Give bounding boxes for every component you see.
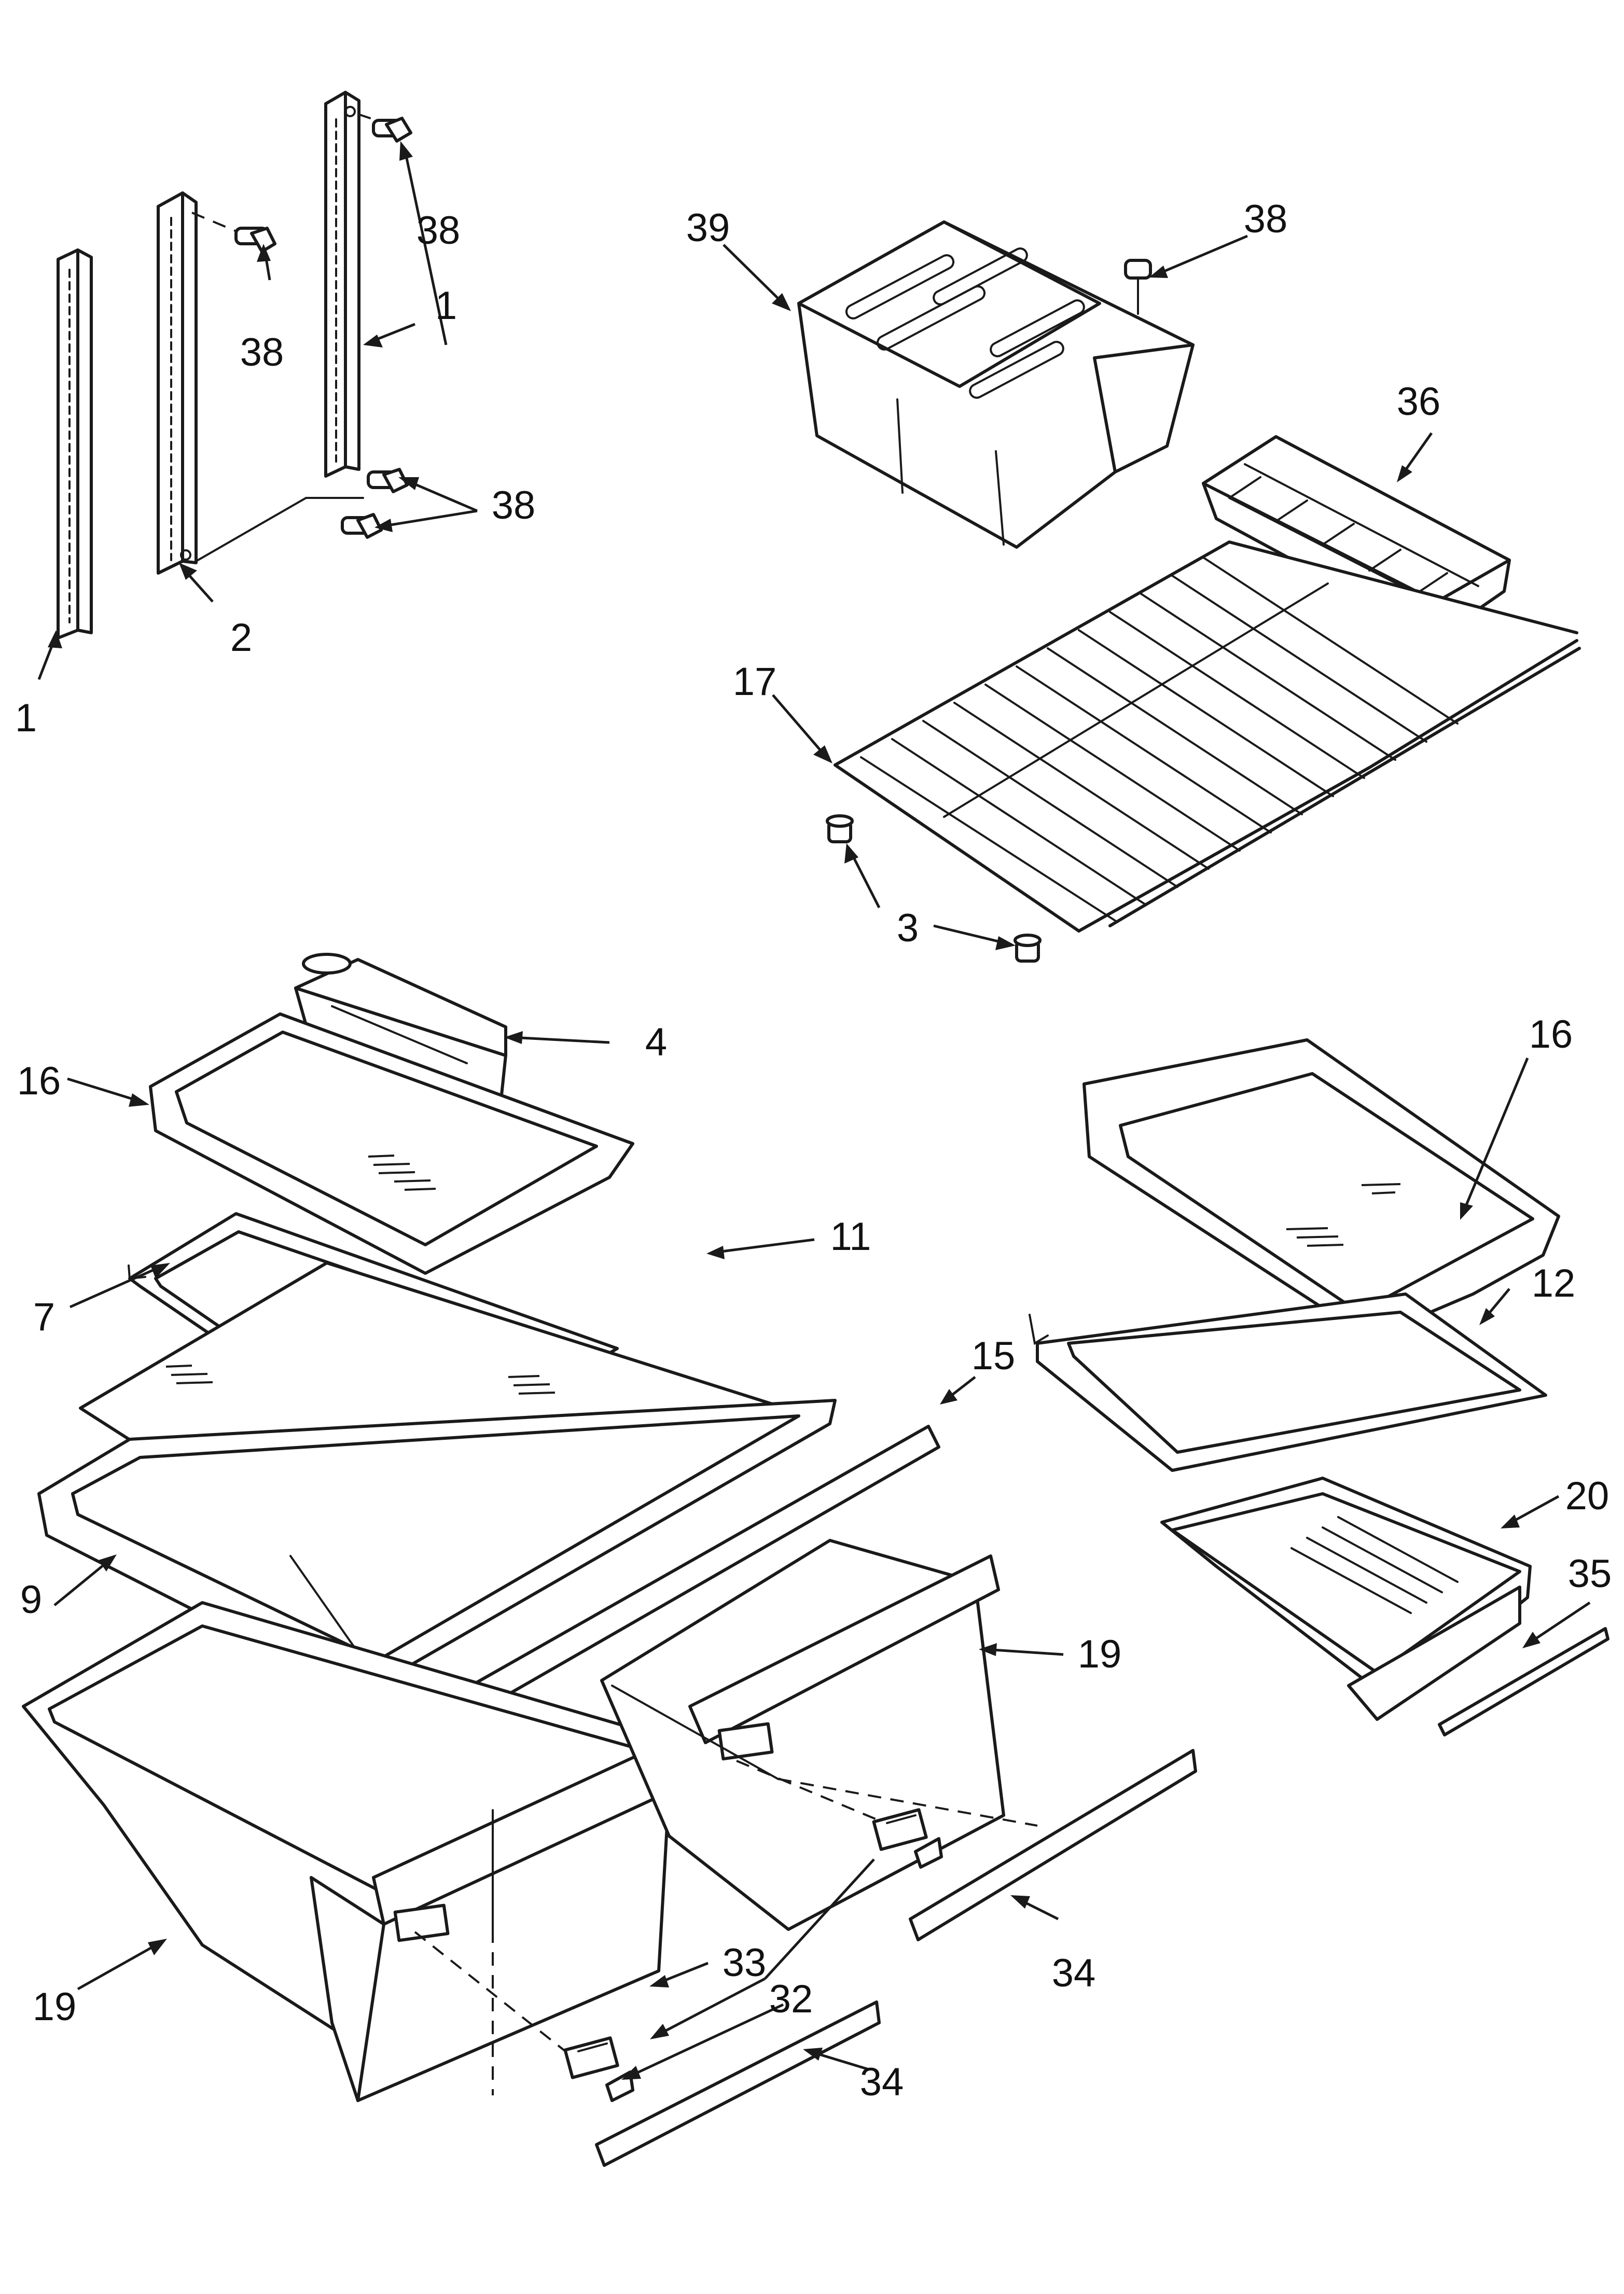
screw (234, 227, 276, 253)
shelf-rail-left (57, 248, 93, 639)
assembly-guide-line (736, 1760, 880, 1822)
shelf-rail-center (157, 191, 198, 575)
callout-label: 38 (1244, 197, 1288, 241)
assembly-guide-line (414, 1931, 566, 2052)
drawer-slide (914, 1837, 943, 1869)
crisper-drawer-left (22, 1601, 684, 2102)
callout-label: 1 (15, 696, 37, 740)
shelf-frame-right (1029, 1292, 1547, 1472)
callout-label: 17 (733, 660, 777, 704)
screw (367, 468, 409, 493)
screw-guide-line (357, 113, 382, 123)
callout-label: 19 (33, 1985, 77, 2029)
shelf-clip (826, 814, 854, 843)
shelf-clip (1014, 934, 1042, 963)
wire-shelf (834, 540, 1581, 933)
callout-label: 11 (830, 1215, 871, 1259)
callout-label: 34 (1052, 1951, 1096, 1995)
leader-lines (37, 141, 1591, 2080)
screw (341, 513, 383, 539)
callout-label: 33 (723, 1941, 767, 1985)
callout-label: 16 (17, 1059, 61, 1103)
meat-drawer (1160, 1477, 1532, 1721)
callout-label: 3 (897, 906, 919, 950)
screw (372, 117, 412, 143)
callout-label: 12 (1532, 1261, 1576, 1305)
callout-label: 7 (33, 1295, 55, 1339)
callout-label: 39 (686, 206, 730, 250)
callout-labels: 1 1 2 38 38 38 38 39 36 17 3 4 16 16 11 … (15, 197, 1612, 2104)
callout-label: 2 (230, 616, 252, 660)
callout-label: 35 (1568, 1552, 1612, 1596)
callout-label: 19 (1078, 1632, 1122, 1676)
ice-bin-cover (797, 220, 1195, 549)
callout-label: 38 (417, 208, 461, 253)
callout-label: 36 (1397, 380, 1441, 424)
screw (1124, 259, 1152, 315)
drawer-trim-strip (1438, 1627, 1609, 1736)
glass-shelf-left (149, 1012, 634, 1275)
glass-shelf-right (1082, 1038, 1560, 1340)
callout-label: 38 (240, 330, 284, 374)
drawer-trim-strip (595, 2000, 881, 2167)
rail-connector-line (195, 497, 364, 562)
callout-label: 1 (435, 284, 457, 328)
callout-label: 9 (20, 1578, 42, 1622)
drawer-cleat (872, 1808, 928, 1851)
callout-label: 32 (769, 1977, 813, 2021)
drawer-cleat (563, 2036, 619, 2079)
ice-cube-tray (1202, 435, 1511, 639)
callout-label: 20 (1565, 1474, 1609, 1518)
callout-label: 4 (645, 1020, 667, 1064)
callout-label: 16 (1529, 1012, 1573, 1056)
drawer-trim-strip (909, 1749, 1197, 1941)
callout-label: 38 (492, 483, 536, 527)
callout-label: 15 (971, 1334, 1016, 1378)
callout-label: 34 (860, 2060, 904, 2104)
shelf-rail-right (324, 91, 360, 478)
